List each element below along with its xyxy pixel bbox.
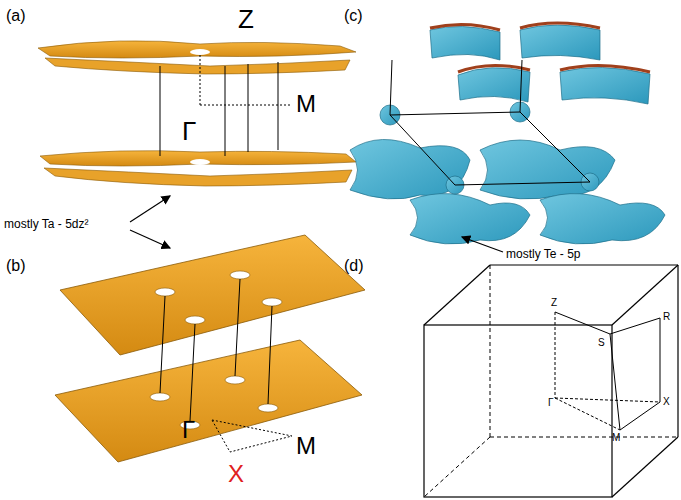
brillouin-zone <box>424 265 678 497</box>
k-point-label: M <box>296 434 316 458</box>
k-point-label: R <box>663 312 670 322</box>
k-point-label: Z <box>551 298 557 308</box>
annotation-arrows <box>130 196 503 252</box>
k-point-label: Z <box>238 6 254 32</box>
panel-c-surface <box>350 23 665 244</box>
panel-a-sheets <box>38 41 356 186</box>
k-point-label: X <box>663 397 670 407</box>
panel-letter: (a) <box>6 8 26 24</box>
k-point-label: M <box>612 433 620 443</box>
panel-letter: (b) <box>6 258 26 274</box>
k-point-label: S <box>598 338 605 348</box>
panel-b-sheets <box>55 235 365 462</box>
annotation-text: mostly Ta - 5dz² <box>4 218 88 230</box>
k-point-label: Γ <box>182 118 196 144</box>
k-point-label: X <box>228 462 244 486</box>
k-point-label: M <box>296 92 316 116</box>
panel-letter: (c) <box>344 8 363 24</box>
k-point-label: Γ <box>182 418 195 442</box>
annotation-text: mostly Te - 5p <box>506 248 580 260</box>
k-point-label: Γ <box>548 398 554 408</box>
panel-letter: (d) <box>344 258 364 274</box>
